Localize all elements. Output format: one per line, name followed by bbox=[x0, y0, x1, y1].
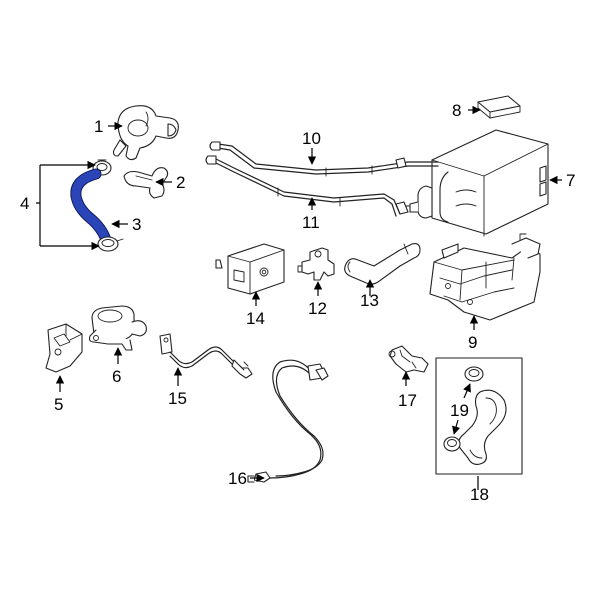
part-1-valve[interactable] bbox=[112, 105, 179, 161]
part-14-module[interactable] bbox=[215, 243, 285, 295]
callout-6: 6 bbox=[112, 367, 121, 386]
callout-14: 14 bbox=[246, 309, 265, 328]
callout-16: 16 bbox=[228, 469, 247, 488]
callout-1: 1 bbox=[94, 117, 103, 136]
hose-clamp-lower[interactable] bbox=[97, 236, 124, 252]
part-16-oxygen-sensor[interactable] bbox=[247, 359, 329, 483]
callout-9: 9 bbox=[468, 333, 477, 352]
callout-4: 4 bbox=[20, 194, 29, 213]
part-10-vapor-line-upper[interactable] bbox=[209, 141, 439, 177]
part-19-clamps[interactable] bbox=[443, 366, 484, 452]
callout-13: 13 bbox=[360, 291, 379, 310]
callout-10: 10 bbox=[302, 129, 321, 148]
callout-2: 2 bbox=[176, 173, 185, 192]
callout-3: 3 bbox=[132, 215, 141, 234]
leader-lines bbox=[36, 105, 562, 490]
part-17-fitting[interactable] bbox=[388, 345, 429, 373]
callout-11: 11 bbox=[302, 213, 320, 232]
part-18-hose-assembly-box[interactable] bbox=[435, 357, 523, 475]
part-2-hose-clip[interactable] bbox=[123, 167, 169, 199]
callout-19: 19 bbox=[450, 401, 469, 420]
part-3-hose-highlighted[interactable] bbox=[70, 168, 112, 246]
part-5-bracket[interactable] bbox=[45, 323, 83, 373]
highlighted-hose bbox=[71, 169, 111, 245]
callout-15: 15 bbox=[168, 389, 187, 408]
part-8-filter[interactable] bbox=[477, 95, 521, 119]
part-15-sensor-harness[interactable] bbox=[159, 333, 253, 379]
callout-8: 8 bbox=[452, 101, 461, 120]
part-7-evap-canister[interactable] bbox=[403, 129, 549, 237]
part-9-canister-bracket[interactable] bbox=[429, 233, 541, 321]
callout-numbers: 1 2 3 4 5 6 7 8 9 10 11 12 13 14 15 16 1… bbox=[20, 101, 575, 504]
callout-5: 5 bbox=[54, 395, 63, 414]
callout-18: 18 bbox=[470, 485, 489, 504]
part-6-solenoid[interactable] bbox=[88, 305, 147, 351]
callout-17: 17 bbox=[398, 391, 417, 410]
part-13-hose[interactable] bbox=[344, 243, 421, 285]
part-12-t-connector[interactable] bbox=[297, 247, 335, 281]
part-11-vapor-line-lower[interactable] bbox=[205, 155, 409, 217]
callout-12: 12 bbox=[308, 299, 327, 318]
callout-7: 7 bbox=[566, 171, 575, 190]
